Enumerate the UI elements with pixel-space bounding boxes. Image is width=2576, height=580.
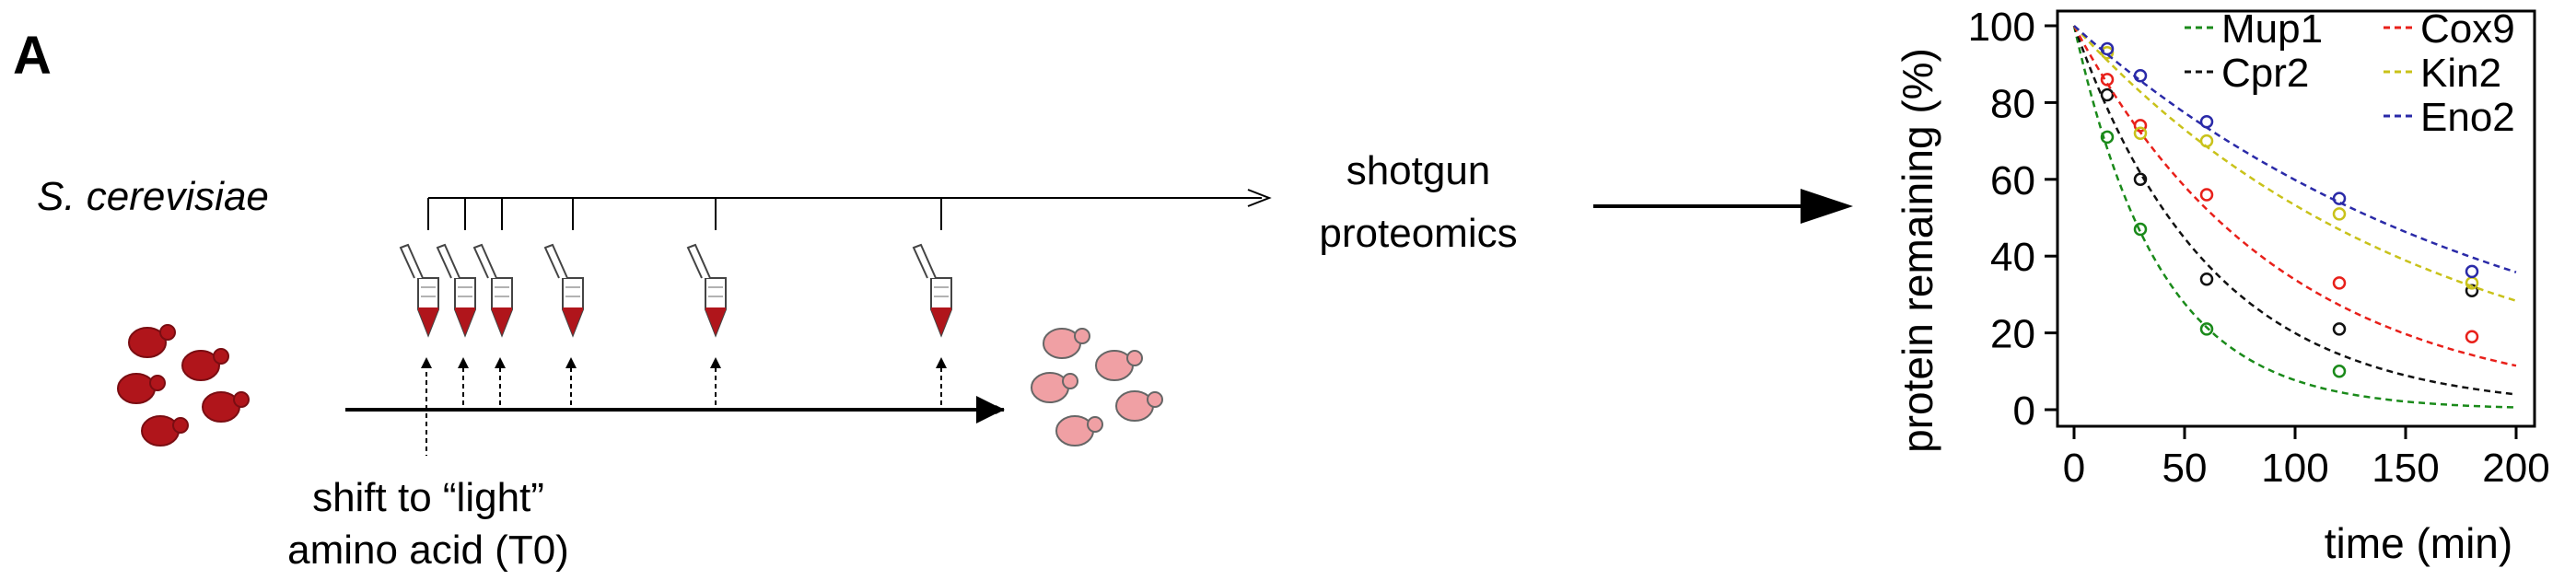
fit-curve-cox9 <box>2072 25 2517 367</box>
output-label-line2: proteomics <box>1319 211 1517 256</box>
panel-label: A <box>13 26 52 86</box>
data-point-eno2 <box>2100 41 2115 56</box>
yeast-cell <box>181 348 229 381</box>
sample-tube <box>687 244 727 336</box>
data-point-cpr2 <box>2100 87 2115 102</box>
organism-label: S. cerevisiae <box>37 174 269 219</box>
yeast-cell <box>128 324 176 358</box>
y-tick-label: 80 <box>1990 81 2035 126</box>
fit-curve-kin2 <box>2073 25 2517 302</box>
legend-label-eno2: Eno2 <box>2420 95 2515 140</box>
x-tick-label: 150 <box>2372 446 2439 491</box>
data-point-cox9 <box>2100 73 2115 87</box>
yeast-cell <box>202 391 250 423</box>
bracket-arrowhead <box>1247 189 1272 207</box>
sample-tube <box>544 244 584 336</box>
data-point-kin2 <box>2199 133 2214 148</box>
shift-label-line1: shift to “light” <box>312 475 544 520</box>
sample-tube <box>437 244 476 336</box>
data-point-cpr2 <box>2332 322 2347 336</box>
yeast-cell <box>1095 350 1143 381</box>
legend-label-mup1: Mup1 <box>2221 6 2323 52</box>
yeast-cell <box>1115 390 1163 422</box>
sample-tube <box>400 244 439 336</box>
data-point-kin2 <box>2332 207 2347 221</box>
y-tick-label: 40 <box>1990 235 2035 280</box>
data-point-cpr2 <box>2199 272 2214 286</box>
data-point-mup1 <box>2199 322 2214 336</box>
y-tick-label: 60 <box>1990 158 2035 203</box>
y-tick-label: 100 <box>1968 5 2035 50</box>
data-point-mup1 <box>2133 222 2148 237</box>
x-tick-label: 200 <box>2482 446 2549 491</box>
legend-label-kin2: Kin2 <box>2420 51 2501 96</box>
data-point-eno2 <box>2133 68 2148 83</box>
data-point-kin2 <box>2133 126 2148 141</box>
data-point-cox9 <box>2465 330 2479 344</box>
fit-curve-cpr2 <box>2072 25 2517 396</box>
y-axis-label: protein remaining (%) <box>1894 48 1941 453</box>
data-point-eno2 <box>2199 115 2214 129</box>
data-point-cpr2 <box>2133 172 2148 187</box>
fit-curve-mup1 <box>2072 25 2517 409</box>
sampling-arrows <box>462 365 942 405</box>
yeast-cell <box>1055 415 1103 447</box>
data-point-eno2 <box>2332 191 2347 205</box>
y-tick-label: 20 <box>1990 312 2035 357</box>
y-tick-label: 0 <box>2013 389 2035 434</box>
sample-tubes <box>400 244 952 336</box>
legend-label-cox9: Cox9 <box>2420 6 2515 52</box>
data-point-eno2 <box>2465 264 2479 279</box>
legend-label-cpr2: Cpr2 <box>2221 51 2309 96</box>
data-point-mup1 <box>2332 365 2347 378</box>
yeast-cell <box>1043 328 1090 359</box>
light-cells <box>1031 328 1163 447</box>
x-tick-label: 50 <box>2162 446 2208 491</box>
yeast-cell <box>141 415 189 447</box>
data-point-cox9 <box>2133 119 2148 133</box>
x-tick-label: 0 <box>2063 446 2085 491</box>
yeast-cell <box>117 373 166 404</box>
shift-label-line2: amino acid (T0) <box>287 528 569 573</box>
data-point-cox9 <box>2332 276 2347 290</box>
output-label-line1: shotgun <box>1346 148 1491 193</box>
data-point-cox9 <box>2199 188 2214 202</box>
x-axis-label: time (min) <box>2325 519 2512 567</box>
heavy-cells <box>117 324 250 447</box>
sample-tube <box>473 244 513 336</box>
collection-bracket <box>427 197 1262 230</box>
x-tick-label: 100 <box>2261 446 2328 491</box>
data-point-kin2 <box>2100 45 2115 60</box>
yeast-cell <box>1031 372 1078 403</box>
fit-curve-eno2 <box>2073 25 2517 273</box>
data-point-mup1 <box>2100 130 2115 145</box>
sample-tube <box>913 244 952 336</box>
